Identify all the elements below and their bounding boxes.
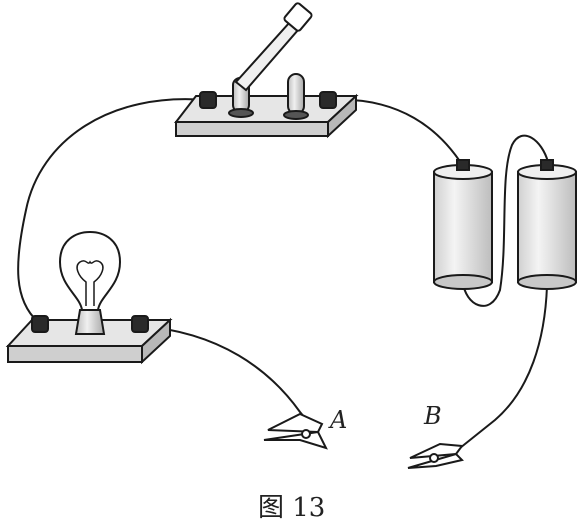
switch-handle [283, 2, 313, 32]
lamp-terminal-right [131, 315, 149, 333]
clip-a-jaw-top [267, 412, 324, 434]
battery-left-terminal [456, 159, 470, 171]
lamp-terminal-left [31, 315, 49, 333]
clip-a [263, 412, 328, 450]
battery-left [433, 159, 493, 290]
battery-right [517, 159, 577, 290]
switch-board-front [175, 121, 329, 137]
switch-terminal-right [319, 91, 337, 109]
wire-lamp-to-clip-a [139, 325, 319, 431]
label-clip-a: A [328, 406, 347, 434]
figure-caption: 图 13 [258, 493, 325, 523]
lamp-bulb [58, 230, 122, 311]
knife-switch [173, 2, 359, 139]
switch-board-side [327, 93, 357, 139]
lamp-filament [76, 260, 104, 306]
wire-switch-to-lamp [17, 98, 207, 323]
clip-a-jaw-bottom [263, 430, 328, 450]
lamp-socket [74, 309, 106, 335]
clip-b [407, 442, 464, 469]
lamp-board-front [7, 345, 143, 363]
wire-battery-to-clip-b [459, 285, 548, 449]
wire-battery-link [462, 134, 549, 307]
battery-right-terminal [540, 159, 554, 171]
label-clip-b: B [423, 402, 442, 430]
switch-terminal-left [199, 91, 217, 109]
lamp-board-side [141, 317, 171, 365]
clip-b-jaw-top [409, 442, 464, 459]
lamp [5, 230, 173, 365]
switch-contact-post [287, 73, 305, 115]
